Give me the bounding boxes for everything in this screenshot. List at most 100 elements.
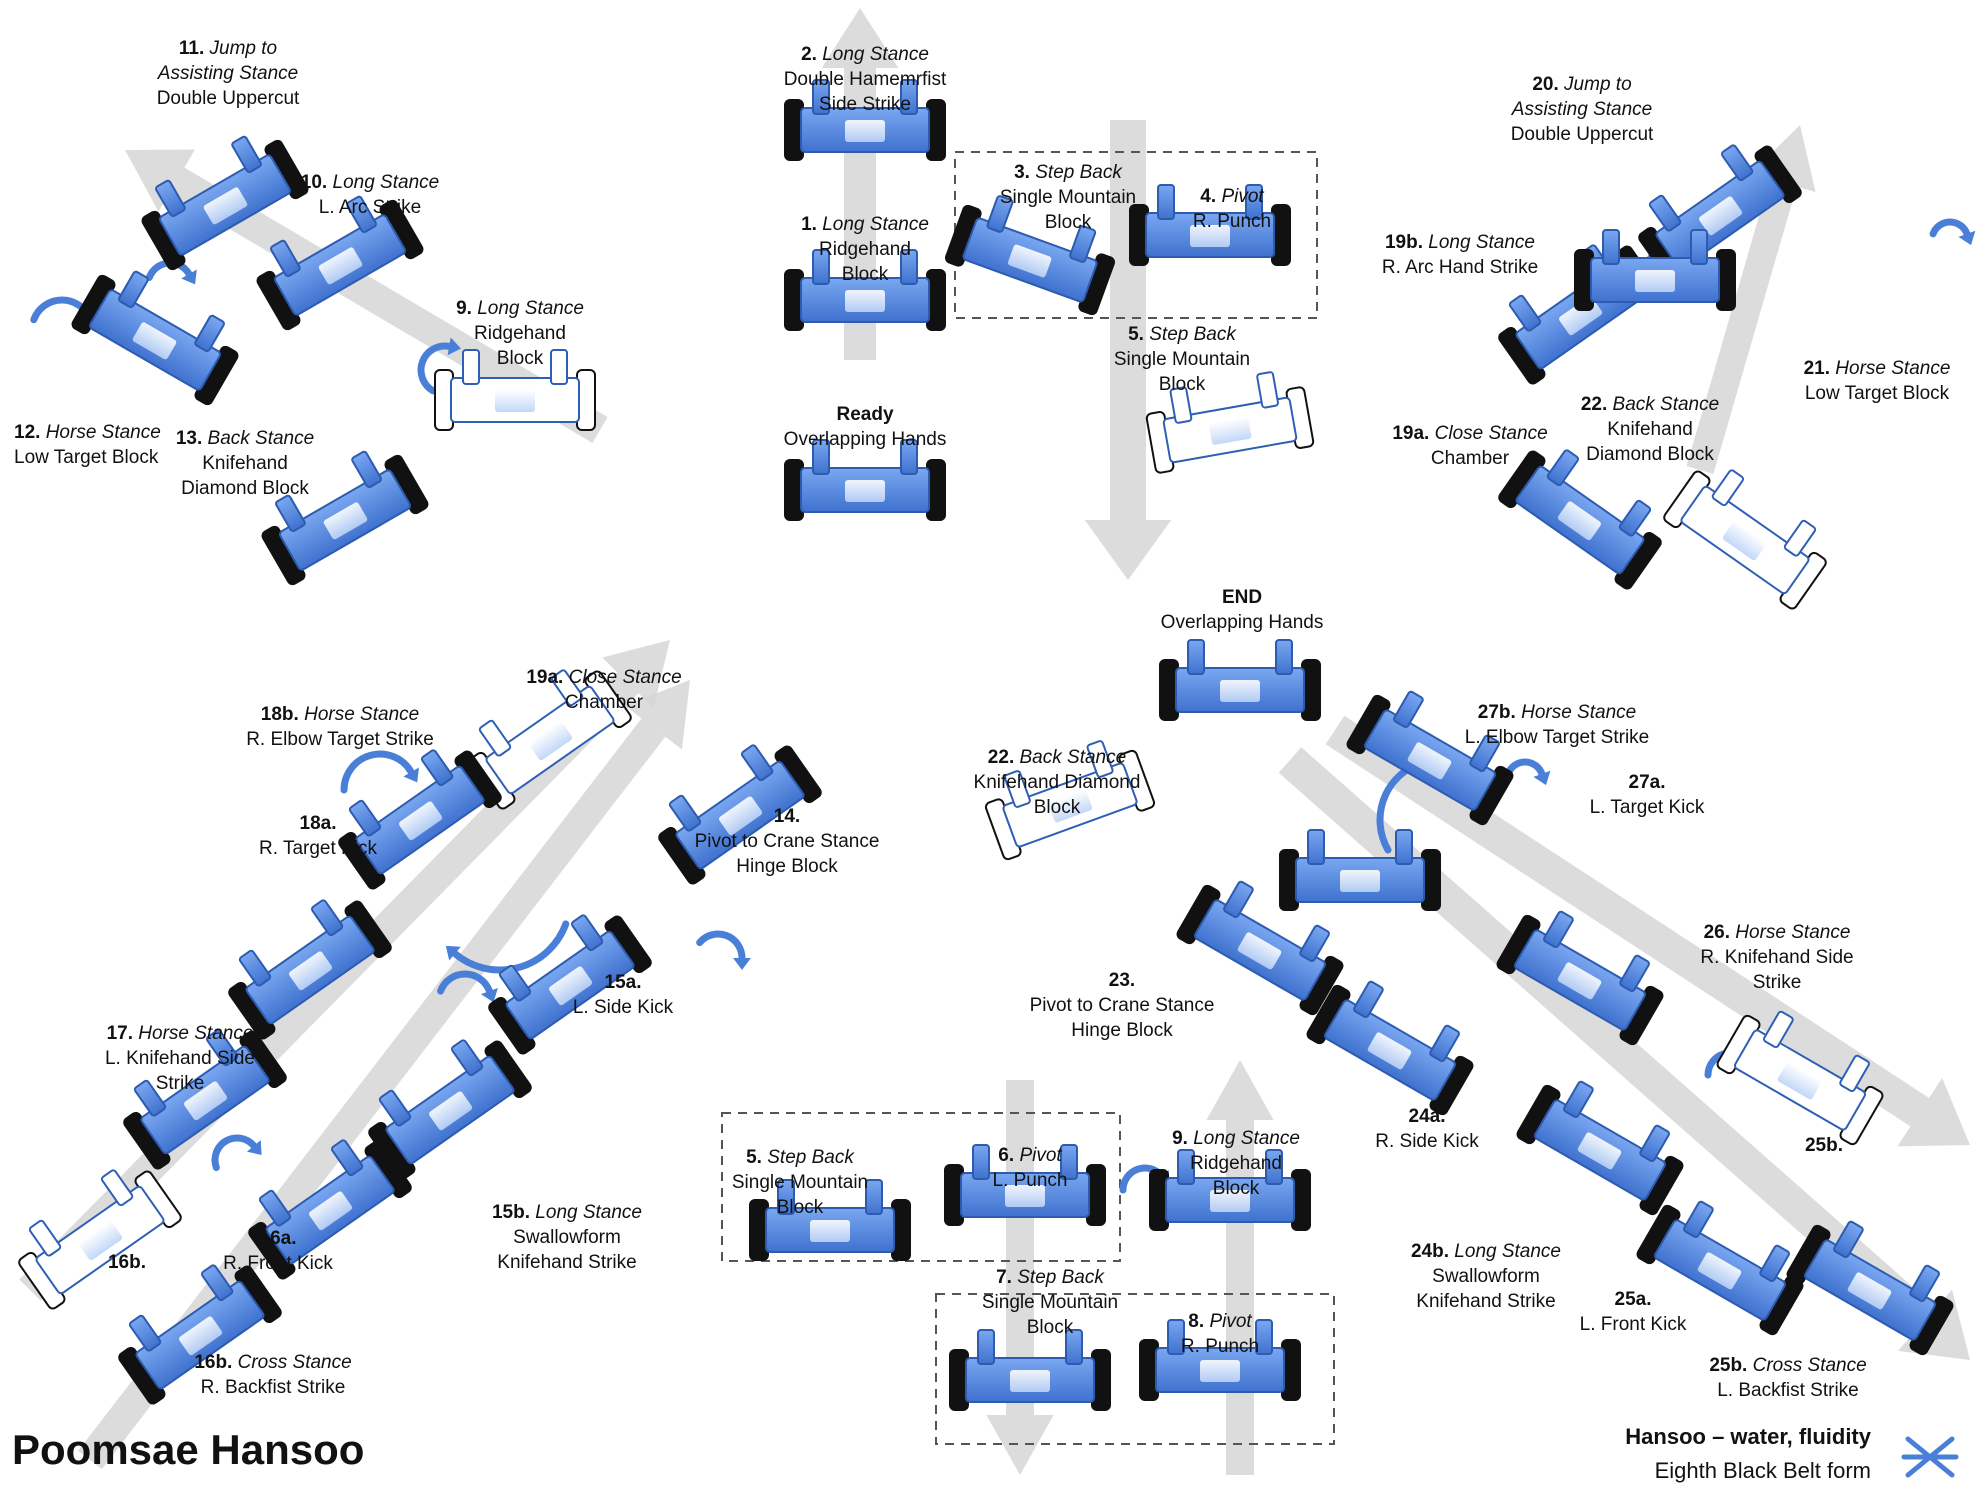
figure-icon	[944, 195, 1116, 316]
step-technique: Assisting Stance	[1511, 99, 1653, 120]
step-number: 25a.	[1614, 1289, 1652, 1310]
figure-icon	[18, 1169, 182, 1310]
figure-icon	[256, 195, 424, 331]
step-technique: Chamber	[1430, 448, 1510, 469]
figure-icon	[71, 270, 239, 406]
turn-arrow-icon	[437, 970, 498, 1003]
step-technique: Ridgehand	[474, 323, 566, 344]
step-technique: Side Strike	[819, 94, 911, 115]
step-number: 10.	[300, 172, 328, 193]
step-number: 9.	[456, 298, 472, 319]
step-technique: L. Side Kick	[572, 997, 674, 1018]
step-number: 11.	[178, 38, 205, 59]
figure-icon	[984, 740, 1156, 861]
figure-icon	[488, 914, 652, 1055]
step-number: 5.	[1128, 324, 1144, 345]
figure-icon	[118, 1264, 282, 1405]
turn-arrow-icon	[1504, 758, 1551, 786]
step-number: 12.	[14, 422, 41, 443]
page-title: Poomsae Hansoo	[12, 1426, 365, 1473]
step-technique: Knifehand	[1607, 419, 1693, 440]
step-stance: Pivot	[1019, 1145, 1062, 1166]
path-arrow-icon	[1206, 1060, 1274, 1475]
step-technique: Chamber	[564, 692, 644, 713]
figure-icon	[1346, 690, 1514, 826]
step-technique: L. Knifehand Side	[104, 1048, 256, 1069]
step-number: 27b.	[1477, 702, 1516, 723]
step-number: 18a.	[299, 813, 337, 834]
step-technique: Single Mountain	[731, 1172, 869, 1193]
step-stance: Long Stance	[535, 1202, 643, 1223]
step-stance: Close Stance	[568, 667, 682, 688]
figure-icon	[658, 744, 822, 885]
step-stance: Pivot	[1221, 186, 1264, 207]
step-number: 22.	[987, 747, 1015, 768]
step-stance: Jump to	[1564, 74, 1632, 95]
figure-icon	[1279, 829, 1441, 911]
step-technique: Strike	[1752, 972, 1802, 993]
step-number: Ready	[836, 404, 894, 425]
figure-icon	[1663, 469, 1827, 610]
step-technique: Single Mountain	[1113, 349, 1251, 370]
step-technique: Block	[841, 264, 889, 285]
step-technique: Hinge Block	[736, 856, 838, 877]
step-technique: Double Uppercut	[156, 88, 300, 109]
step-number: 17.	[106, 1023, 134, 1044]
step-technique: Double Uppercut	[1510, 124, 1654, 145]
figure-icon	[1496, 910, 1664, 1046]
step-number: 27a.	[1628, 772, 1666, 793]
step-technique: Swallowform	[513, 1227, 621, 1248]
step-technique: Swallowform	[1432, 1266, 1540, 1287]
legend-line-1: Hansoo – water, fluidity	[1625, 1424, 1871, 1449]
figure-icon	[1129, 184, 1291, 266]
step-stance: Step Back	[1149, 324, 1236, 345]
step-technique: Pivot to Crane Stance	[694, 831, 880, 852]
step-label-s16b1: 16b.	[108, 1250, 146, 1275]
step-number: 21.	[1803, 358, 1831, 379]
step-stance: Cross Stance	[1752, 1355, 1867, 1376]
step-label-s18a: 18a.R. Target Kick	[259, 811, 377, 861]
step-technique: Block	[496, 348, 544, 369]
step-technique: Block	[1212, 1178, 1260, 1199]
step-label-s16a: 16a.R. Front Kick	[223, 1226, 333, 1276]
step-stance: Jump to	[209, 38, 278, 59]
step-technique: Pivot to Crane Stance	[1029, 995, 1215, 1016]
step-number: 19a.	[526, 667, 564, 688]
step-stance: Horse Stance	[304, 704, 420, 725]
legend-line-2: Eighth Black Belt form	[1654, 1458, 1871, 1483]
step-stance: Long Stance	[332, 172, 440, 193]
step-technique: Low Target Block	[14, 447, 159, 468]
step-technique: Hinge Block	[1071, 1020, 1173, 1041]
step-technique: L. Target Kick	[1589, 797, 1705, 818]
step-technique: Assisting Stance	[157, 63, 299, 84]
step-number: 20.	[1532, 74, 1559, 95]
step-stance: Long Stance	[1454, 1241, 1562, 1262]
step-technique: L. Punch	[992, 1170, 1068, 1191]
figure-icon	[141, 135, 309, 271]
figure-icon	[1716, 1010, 1884, 1146]
step-stance: Long Stance	[1193, 1128, 1300, 1149]
step-technique: R. Punch	[1192, 211, 1272, 232]
figure-icon	[944, 1144, 1106, 1226]
step-number: 19a.	[1392, 423, 1430, 444]
step-technique: L. Front Kick	[1579, 1314, 1687, 1335]
